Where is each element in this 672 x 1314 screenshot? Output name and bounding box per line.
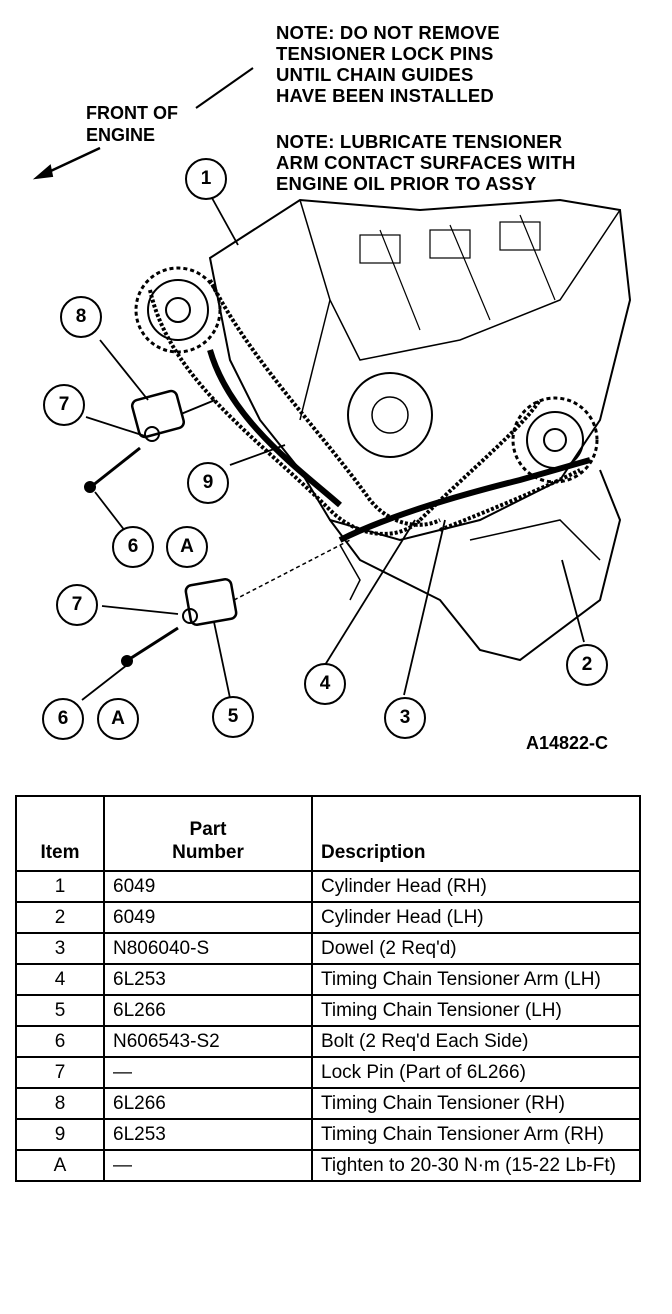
cell-part-number: 6049 — [103, 901, 313, 934]
rh-tensioner — [130, 389, 216, 442]
callout-7-lh: 7 — [56, 584, 98, 626]
callout-1: 1 — [185, 158, 227, 200]
cell-item: 7 — [15, 1056, 105, 1089]
callout-4: 4 — [304, 663, 346, 705]
lh-tensioner — [182, 539, 351, 626]
front-of-engine-label: FRONT OF ENGINE — [86, 103, 178, 145]
callout-8: 8 — [60, 296, 102, 338]
cell-description: Cylinder Head (RH) — [311, 870, 641, 903]
callout-2: 2 — [566, 644, 608, 686]
cell-part-number: — — [103, 1056, 313, 1089]
cell-item: 6 — [15, 1025, 105, 1058]
cell-description: Timing Chain Tensioner (RH) — [311, 1087, 641, 1120]
cell-part-number: 6L253 — [103, 963, 313, 996]
header-description: Description — [311, 795, 641, 872]
cell-item: A — [15, 1149, 105, 1182]
engine-diagram: NOTE: DO NOT REMOVE TENSIONER LOCK PINS … — [32, 22, 632, 753]
rh-bolt — [84, 446, 141, 493]
table-row: 7—Lock Pin (Part of 6L266) — [15, 1056, 641, 1089]
callout-7-rh: 7 — [43, 384, 85, 426]
cell-item: 1 — [15, 870, 105, 903]
callout-6-rh: 6 — [112, 526, 154, 568]
cell-description: Cylinder Head (LH) — [311, 901, 641, 934]
lh-cam-sprocket — [511, 396, 599, 484]
cell-part-number: 6L266 — [103, 1087, 313, 1120]
rh-cam-sprocket — [134, 266, 222, 354]
note-lubricate: NOTE: LUBRICATE TENSIONER ARM CONTACT SU… — [276, 131, 576, 194]
cell-item: 3 — [15, 932, 105, 965]
engine-illustration — [32, 67, 632, 701]
cell-part-number: N606543-S2 — [103, 1025, 313, 1058]
cell-item: 5 — [15, 994, 105, 1027]
cell-item: 4 — [15, 963, 105, 996]
engine-block — [208, 198, 632, 662]
cell-item: 9 — [15, 1118, 105, 1151]
rh-tensioner-arm — [207, 349, 342, 508]
callout-5: 5 — [212, 696, 254, 738]
cell-part-number: 6L266 — [103, 994, 313, 1027]
callout-a-lh: A — [97, 698, 139, 740]
cell-description: Timing Chain Tensioner Arm (RH) — [311, 1118, 641, 1151]
cell-item: 2 — [15, 901, 105, 934]
lh-bolt — [121, 626, 179, 667]
table-header-row: Item Part Number Description — [15, 795, 641, 872]
timing-chains — [148, 279, 581, 536]
cell-part-number: 6L253 — [103, 1118, 313, 1151]
cell-part-number: N806040-S — [103, 932, 313, 965]
header-item: Item — [15, 795, 105, 872]
cell-part-number: — — [103, 1149, 313, 1182]
cell-description: Tighten to 20-30 N·m (15-22 Lb-Ft) — [311, 1149, 641, 1182]
lh-tensioner-arm — [338, 457, 591, 543]
cell-description: Bolt (2 Req'd Each Side) — [311, 1025, 641, 1058]
cell-description: Timing Chain Tensioner (LH) — [311, 994, 641, 1027]
cell-description: Timing Chain Tensioner Arm (LH) — [311, 963, 641, 996]
callout-a-rh: A — [166, 526, 208, 568]
note-lock-pins: NOTE: DO NOT REMOVE TENSIONER LOCK PINS … — [276, 22, 500, 106]
cell-description: Dowel (2 Req'd) — [311, 932, 641, 965]
cell-item: 8 — [15, 1087, 105, 1120]
figure-reference: A14822-C — [526, 733, 609, 753]
header-part-number: Part Number — [103, 795, 313, 872]
front-arrow — [32, 146, 101, 180]
table-row: A—Tighten to 20-30 N·m (15-22 Lb-Ft) — [15, 1149, 641, 1182]
callout-9: 9 — [187, 462, 229, 504]
callout-3: 3 — [384, 697, 426, 739]
cell-description: Lock Pin (Part of 6L266) — [311, 1056, 641, 1089]
leader-lines — [81, 197, 585, 701]
callout-6-lh: 6 — [42, 698, 84, 740]
note-pointer-line — [195, 67, 254, 109]
cell-part-number: 6049 — [103, 870, 313, 903]
